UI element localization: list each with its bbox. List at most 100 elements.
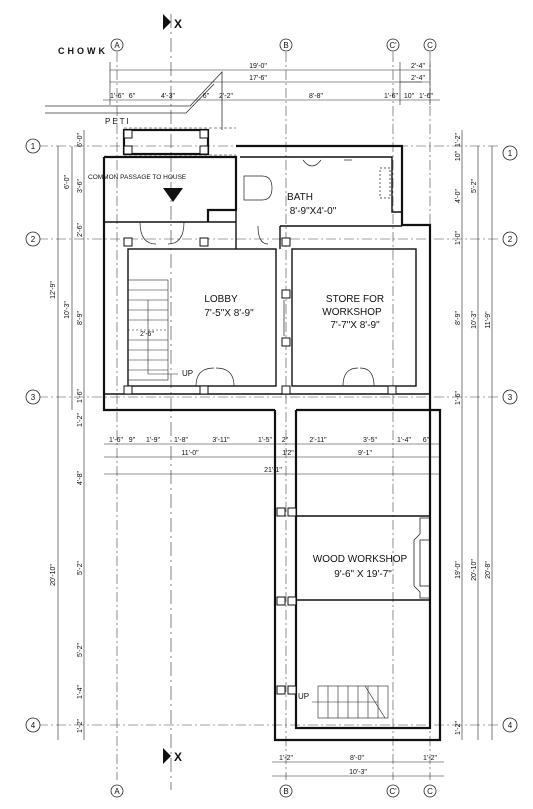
dim-right-inner-1: 1'-2": [455, 133, 462, 147]
workshop-name: WOOD WORKSHOP: [313, 554, 408, 565]
dim-right-inner-7: 19'-0": [455, 561, 462, 579]
dim-left-mid-7: 4'-8": [77, 471, 84, 485]
dim-top-row-7: 1'-6": [384, 93, 398, 100]
dim-right-b: 2'-4": [411, 75, 425, 82]
section-arrow-bottom-icon: [163, 748, 171, 764]
dim-left-mid-1: 6'-0": [77, 133, 84, 147]
grid-label-col-b-top: B: [283, 41, 288, 50]
dim-right-inner-5: 8'-9": [455, 311, 462, 325]
dim-top-row-1: 1'-6": [110, 93, 124, 100]
road-boundary: [45, 70, 223, 130]
lobby-stair-width: 2'-6": [140, 331, 154, 338]
dim-top-row-2: 6": [129, 93, 136, 100]
dim-top-row-6: 8'-8": [309, 93, 323, 100]
lobby-stair-up-label: UP: [182, 369, 193, 378]
dim-mid-c: 21'-1": [264, 467, 282, 474]
dim-bottom-b: 8'-0": [350, 755, 364, 762]
dim-right-outer-1: 11'-9": [485, 311, 492, 329]
dim-left-mid-10: 1'-4": [77, 685, 84, 699]
peti-platform: [124, 127, 236, 156]
dim-left-mid-6: 1'-2": [77, 413, 84, 427]
interior-walls: [104, 156, 430, 601]
bath-size: 8'-9"X4'-0": [290, 206, 337, 217]
dim-right-mid-3: 20'-10": [471, 559, 478, 581]
dim-mid-a-5: 3'-11": [212, 437, 230, 444]
grid-bubbles: [25, 38, 518, 798]
section-line-x: X X: [163, 14, 182, 790]
dim-overall-width: 19'-0": [249, 63, 267, 70]
dim-top-row-4: 6": [203, 93, 210, 100]
grid-label-col-cprime-bottom: C': [389, 787, 397, 796]
lobby-size: 7'-5"X 8'-9": [204, 308, 254, 319]
dim-mid-a-4: 1'-8": [174, 437, 188, 444]
dim-mid-b-3: 9'-1": [358, 450, 372, 457]
workshop-size: 9'-6" X 19'-7": [334, 569, 392, 580]
grid-label-row-3-left: 3: [31, 393, 36, 402]
dim-bottom-a: 1'-2": [279, 755, 293, 762]
dim-mid-a-10: 1'-4": [397, 437, 411, 444]
store-size: 7'-7"X 8'-9": [330, 320, 380, 331]
grid-label-row-2-left: 2: [31, 235, 36, 244]
dim-left-mid-3: 2'-6": [77, 223, 84, 237]
bottom-dimensions: [272, 761, 444, 777]
dim-mid-a-9: 3'-5": [363, 437, 377, 444]
grid-label-col-cprime-top: C': [389, 41, 397, 50]
dim-inner-width: 17'-6": [249, 75, 267, 82]
top-dimensions: [103, 62, 440, 105]
store-name-line2: WORKSHOP: [322, 307, 382, 318]
bath-name: BATH: [287, 192, 313, 203]
toilet-icon: [243, 175, 273, 201]
columns: [123, 129, 397, 695]
dim-left-mid-top: 10'-3": [64, 301, 71, 319]
grid-label-row-1-left: 1: [31, 142, 36, 151]
grid-label-row-3-right: 3: [508, 393, 513, 402]
workshop-staircase: [312, 685, 389, 719]
passage-label: COMMON PASSAGE TO HOUSE: [88, 174, 187, 181]
dim-mid-b-2: 1'2": [282, 450, 294, 457]
grid-label-col-a-bottom: A: [114, 787, 120, 796]
dim-mid-a-8: 2'-11": [309, 437, 327, 444]
dim-mid-a-1: 1'-6": [109, 437, 123, 444]
peti-label: PETI: [105, 117, 131, 126]
right-dimension-lines: [461, 130, 493, 740]
grid-label-col-c-bottom: C: [427, 787, 433, 796]
sink-icon: [302, 159, 322, 167]
dim-left-mid-2: 3'-6": [77, 179, 84, 193]
dim-top-row-3: 4'-3": [161, 93, 175, 100]
dim-right-mid-2: 10'-3": [471, 311, 478, 329]
grid-label-row-4-left: 4: [31, 721, 36, 730]
dim-left-mid-8: 5'-2": [77, 561, 84, 575]
dim-right-inner-3: 4'-0": [455, 189, 462, 203]
dim-right-mid-1: 5'-2": [471, 179, 478, 193]
workshop-stair-up-label: UP: [298, 692, 309, 701]
section-marker-bottom: X: [174, 750, 182, 764]
doors: [139, 221, 375, 387]
dim-left-mid-11: 1'-2": [77, 719, 84, 733]
dim-right-inner-6: 1'-6": [455, 391, 462, 405]
road-label: CHOWK: [58, 46, 108, 56]
section-marker-top: X: [174, 17, 182, 31]
grid-label-col-c-top: C: [427, 41, 433, 50]
grid-label-row-4-right: 4: [508, 721, 513, 730]
workbench: [413, 517, 431, 599]
grid-label-col-b-bottom: B: [283, 787, 288, 796]
dim-left-outer-top: 12'-9": [50, 281, 57, 299]
dim-left-outer-bottom: 20'-10": [50, 564, 57, 586]
dim-right-outer-2: 20'-8": [485, 561, 492, 579]
dim-top-row-9: 1'-6": [419, 93, 433, 100]
entry-arrow-icon: [163, 188, 183, 202]
left-dimension-lines: [57, 130, 85, 740]
lobby-staircase: [127, 279, 178, 381]
dim-right-inner-2: 10": [455, 150, 462, 161]
grid-label-col-a-top: A: [114, 41, 120, 50]
section-arrow-top-icon: [163, 14, 171, 30]
grid-label-row-2-right: 2: [508, 235, 513, 244]
dim-top-row-5: 2'-2": [219, 93, 233, 100]
dim-left-mid-9: 5'-2": [77, 643, 84, 657]
dim-right-a: 2'-4": [411, 63, 425, 70]
bath-fixtures: [243, 159, 391, 201]
dim-top-row-8: 10": [404, 93, 415, 100]
store-name-line1: STORE FOR: [326, 294, 384, 305]
grid-label-row-1-right: 1: [508, 149, 513, 158]
